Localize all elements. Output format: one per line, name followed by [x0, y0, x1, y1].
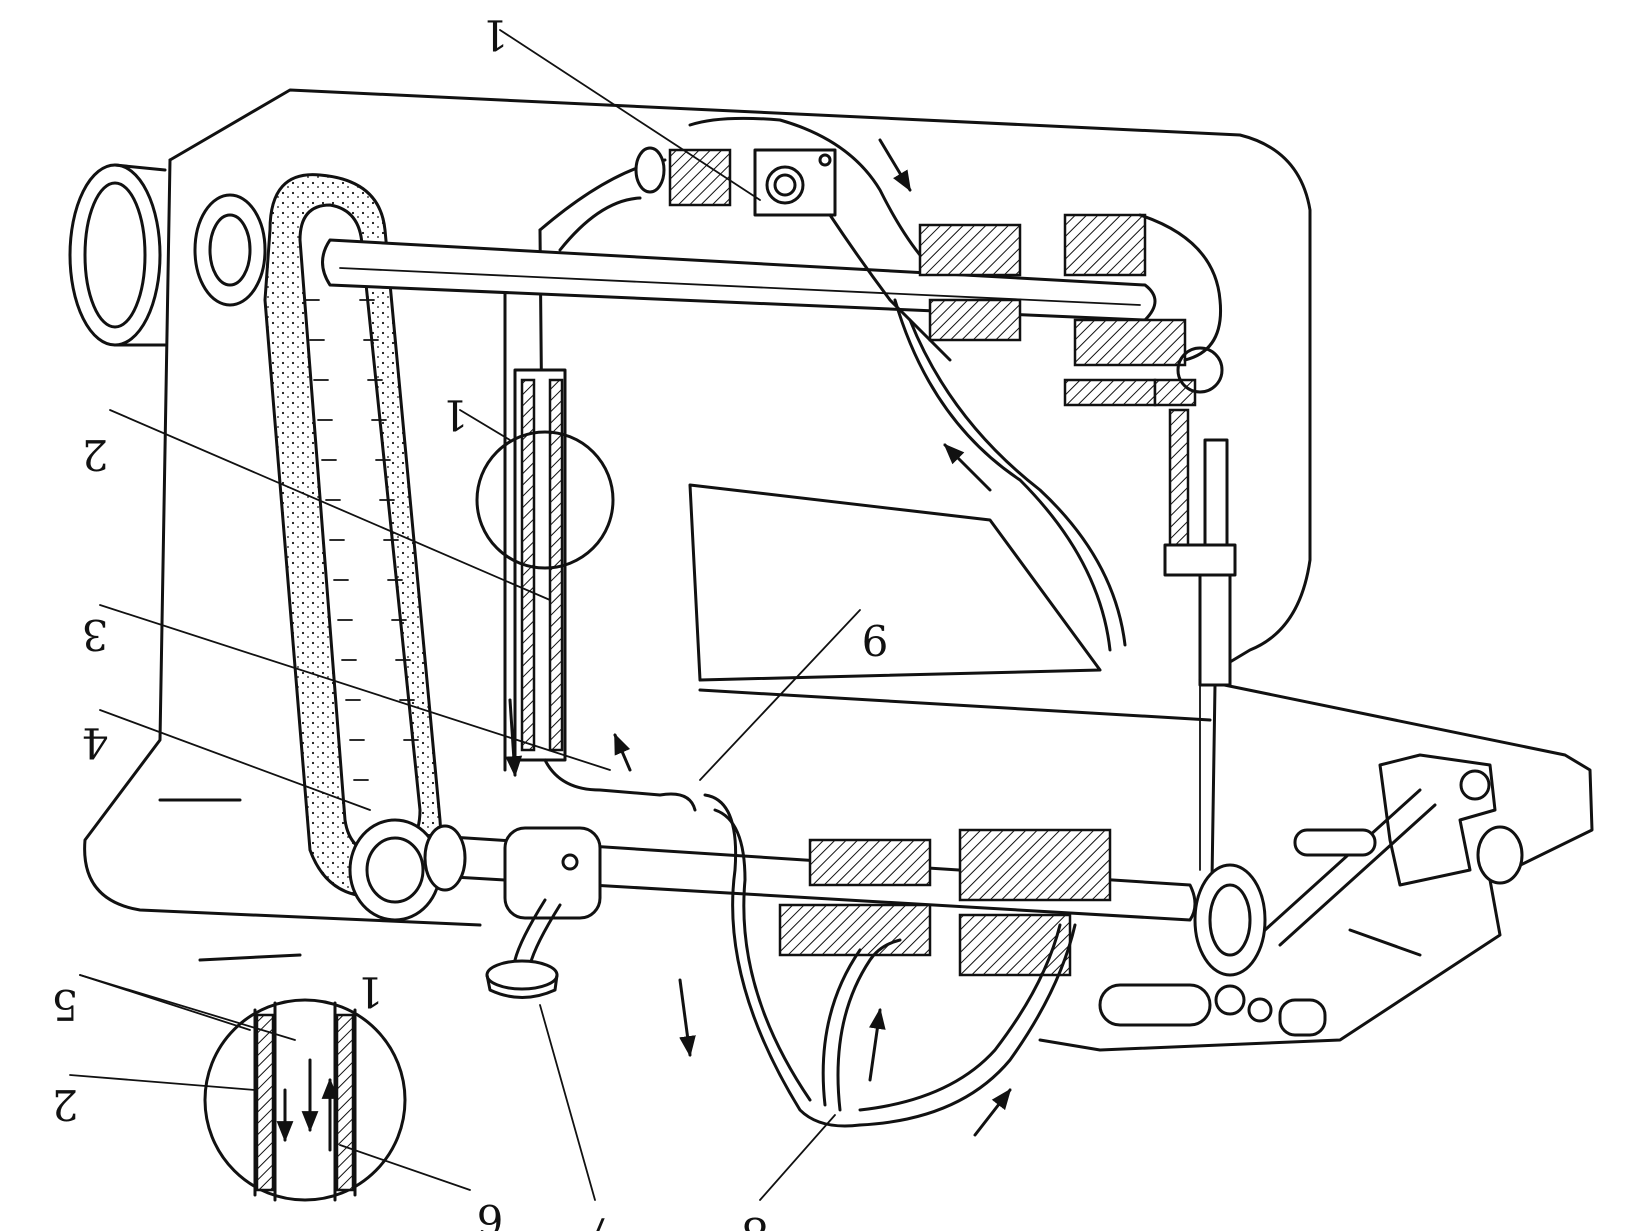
handwheel	[68, 163, 267, 347]
callout-labels: 1 1 2 3 4 9 1 5 2 6 7 8	[52, 10, 889, 1231]
upright-oil-pipe	[475, 368, 615, 762]
label-5: 5	[52, 980, 79, 1029]
oil-reservoir-top	[634, 116, 952, 362]
label-4: 4	[82, 718, 109, 767]
label-1-top: 1	[482, 10, 509, 59]
timing-belt	[263, 173, 442, 898]
lower-shaft	[348, 818, 1267, 977]
label-7: 7	[587, 1208, 614, 1231]
oil-return-tube	[893, 298, 1127, 652]
label-2-detail: 2	[52, 1080, 79, 1129]
label-1-upright: 1	[442, 390, 469, 439]
detail-circle	[203, 998, 407, 1202]
feed-mechanism	[1098, 753, 1524, 1037]
label-6: 6	[477, 1195, 504, 1231]
upper-bearing-assembly	[918, 213, 1224, 407]
flow-arrows	[505, 138, 1012, 1137]
label-1-detail: 1	[357, 967, 384, 1016]
upper-shaft	[321, 238, 1157, 322]
oil-drain-cup	[485, 898, 562, 999]
leader-lines	[69, 29, 861, 1201]
label-9: 9	[862, 615, 889, 664]
lower-oil-tubes	[543, 758, 1077, 1128]
label-3: 3	[82, 610, 109, 659]
needle-bar	[1163, 408, 1237, 882]
label-2-upright: 2	[82, 430, 109, 479]
label-8: 8	[742, 1208, 769, 1231]
